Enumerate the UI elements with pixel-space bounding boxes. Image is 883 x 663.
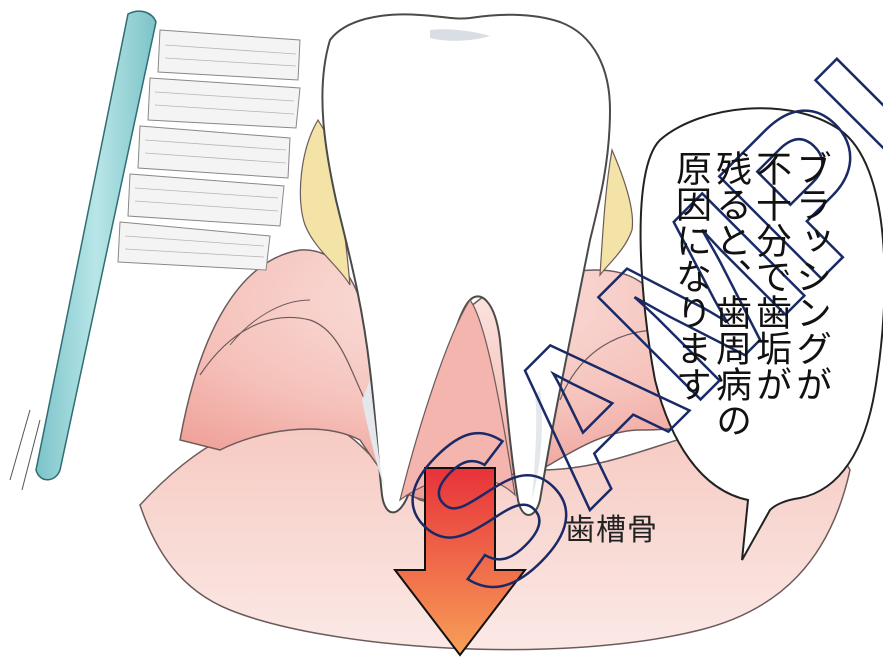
toothbrush-handle-edge (10, 410, 40, 490)
bubble-column-1: ブラッシングが (790, 150, 830, 402)
bubble-column-3: 残ると、歯周病の (710, 150, 750, 438)
bubble-column-2: 不十分で歯垢が (750, 150, 790, 402)
alveolar-bone-label: 歯槽骨 (565, 505, 658, 549)
bubble-column-4: 原因になります (670, 150, 710, 402)
